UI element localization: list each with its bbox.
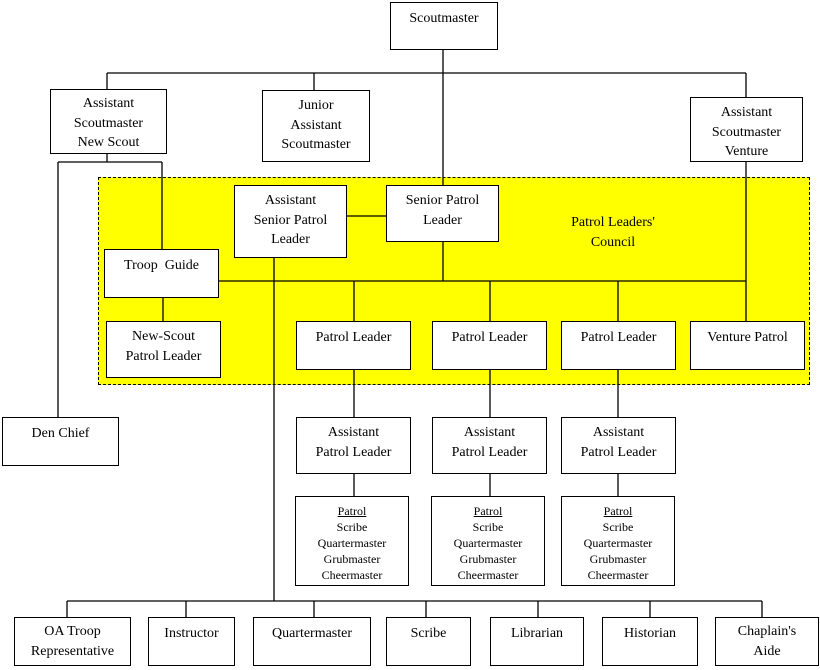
node-oa-troop-representative: OA Troop Representative [14,617,131,666]
node-patrol-roles: Patrol Scribe Quartermaster Grubmaster C… [561,496,675,586]
node-troop-guide: Troop Guide [104,249,219,298]
patrol-role: Cheermaster [587,568,649,582]
node-label: Assistant [720,105,773,120]
node-label: Patrol Leader [451,444,528,460]
node-label: OA Troop [44,624,101,639]
patrol-role: Quartermaster [317,536,387,550]
node-label: Patrol Leader [125,348,202,364]
node-instructor: Instructor [148,617,235,666]
node-new-scout-patrol-leader: New-Scout Patrol Leader [106,321,221,378]
node-librarian: Librarian [490,617,584,666]
node-label: Scoutmaster [711,124,782,140]
patrol-role: Quartermaster [583,536,653,550]
node-label: Quartermaster [271,626,353,641]
node-label: Scribe [410,626,447,641]
patrol-role: Scribe [472,520,504,534]
node-label: Patrol Leader [315,330,392,345]
node-scoutmaster: Scoutmaster [390,2,498,50]
patrol-roles-header: Patrol [337,504,367,518]
node-label: Leader [271,232,310,247]
node-assistant-scoutmaster-venture: Assistant Scoutmaster Venture [690,97,803,162]
node-label: Senior Patrol [253,212,328,228]
patrol-roles-header: Patrol [603,504,633,518]
node-label: Patrol Leader [451,330,528,345]
node-label: Instructor [164,626,219,641]
node-label: Troop Guide [124,258,199,273]
node-label: Representative [30,643,115,659]
patrol-role: Cheermaster [321,568,383,582]
node-scribe: Scribe [386,617,471,666]
node-patrol-roles: Patrol Scribe Quartermaster Grubmaster C… [431,496,545,586]
node-venture-patrol: Venture Patrol [690,321,805,370]
node-patrol-leader: Patrol Leader [561,321,676,370]
node-label: Assistant [463,425,516,440]
node-label: Assistant [327,425,380,440]
node-assistant-patrol-leader: Assistant Patrol Leader [432,417,547,474]
node-label: Scoutmaster [281,137,351,152]
node-label: Patrol Leader [580,330,657,345]
node-label: Senior Patrol [405,193,480,208]
patrol-role: Scribe [602,520,634,534]
node-label: Aide [753,643,781,659]
node-label: New-Scout [132,329,195,344]
patrol-role: Quartermaster [453,536,523,550]
node-chaplains-aide: Chaplain's Aide [715,617,819,666]
node-label: Leader [423,212,462,228]
council-label-line: Patrol Leaders' [571,215,655,230]
node-label: Scoutmaster [409,11,479,26]
node-den-chief: Den Chief [2,417,119,466]
node-label: Assistant [592,425,645,440]
node-label: Assistant [290,117,342,133]
node-assistant-patrol-leader: Assistant Patrol Leader [561,417,676,474]
node-label: Assistant [264,193,317,208]
node-junior-assistant-scoutmaster: Junior Assistant Scoutmaster [262,90,370,162]
node-label: Den Chief [31,426,90,441]
patrol-role: Grubmaster [459,552,517,566]
node-label: Venture Patrol [707,330,788,345]
node-patrol-roles: Patrol Scribe Quartermaster Grubmaster C… [295,496,409,586]
node-label: Venture [724,144,769,159]
node-label: Chaplain's [737,624,797,639]
patrol-role: Scribe [336,520,368,534]
patrol-role: Grubmaster [323,552,381,566]
node-label: Historian [623,626,677,641]
node-label: New Scout [77,135,140,150]
patrol-role: Cheermaster [457,568,519,582]
node-patrol-leader: Patrol Leader [432,321,547,370]
node-label: Patrol Leader [315,444,392,460]
node-label: Patrol Leader [580,444,657,460]
node-senior-patrol-leader: Senior Patrol Leader [386,185,499,242]
patrol-leaders-council-label: Patrol Leaders' Council [548,213,678,253]
node-label: Assistant [82,96,135,111]
patrol-role: Grubmaster [589,552,647,566]
patrol-roles-header: Patrol [473,504,503,518]
council-label-line: Council [590,235,636,250]
node-label: Librarian [510,626,564,641]
node-assistant-patrol-leader: Assistant Patrol Leader [296,417,411,474]
node-patrol-leader: Patrol Leader [296,321,411,370]
node-quartermaster: Quartermaster [253,617,371,666]
node-historian: Historian [602,617,698,666]
node-assistant-scoutmaster-new-scout: Assistant Scoutmaster New Scout [50,89,167,154]
node-label: Scoutmaster [73,115,144,131]
node-assistant-senior-patrol-leader: Assistant Senior Patrol Leader [234,185,347,258]
node-label: Junior [298,98,334,113]
